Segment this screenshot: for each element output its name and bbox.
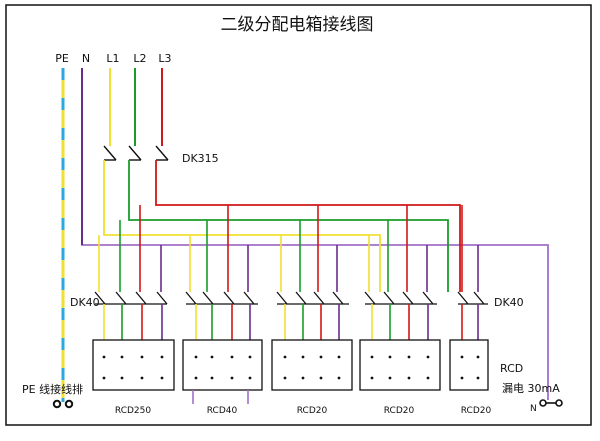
branch-drops [98, 205, 479, 292]
diagram-title: 二级分配电箱接线图 [221, 15, 374, 35]
rcd-box-label-1: RCD250 [115, 406, 151, 416]
rcd-box-label-3: RCD20 [297, 406, 328, 416]
rcd-box-1 [92, 339, 175, 391]
pe-return-wires [192, 390, 249, 404]
rcd-box-label-4: RCD20 [384, 406, 415, 416]
main-switch-label: DK315 [182, 152, 219, 165]
main-switch-dk315 [103, 145, 169, 161]
branch-switches [94, 291, 488, 305]
l3-distribution [155, 160, 461, 292]
l1-distribution [103, 160, 381, 292]
pe-terminal-icon [52, 399, 74, 409]
switch-to-box-wires [103, 304, 479, 340]
rcd-box-3 [271, 339, 353, 391]
l2-distribution [128, 160, 449, 292]
n-terminal-icon [539, 399, 563, 407]
bus-label-n: N [82, 52, 90, 65]
rcd-box-2 [182, 339, 263, 391]
rcd-box-4 [359, 339, 441, 391]
branch-switch-left-label: DK40 [70, 296, 100, 309]
branch-switch-right-label: DK40 [494, 296, 524, 309]
diagram-frame [5, 4, 592, 426]
n-terminal-label: N [530, 404, 537, 414]
rcd-label: RCD [500, 362, 523, 375]
rcd-box-5 [449, 339, 489, 391]
rcd-box-label-5: RCD20 [461, 406, 492, 416]
bus-label-l1: L1 [106, 52, 119, 65]
leakage-label: 漏电 30mA [502, 382, 560, 395]
rcd-boxes [92, 339, 489, 391]
bus-label-pe: PE [55, 52, 69, 65]
pe-bar-label: PE 线接线排 [22, 382, 83, 396]
rcd-box-label-2: RCD40 [207, 406, 238, 416]
rcd-terminals [102, 355, 480, 380]
bus-label-l2: L2 [133, 52, 146, 65]
bus-label-l3: L3 [158, 52, 171, 65]
